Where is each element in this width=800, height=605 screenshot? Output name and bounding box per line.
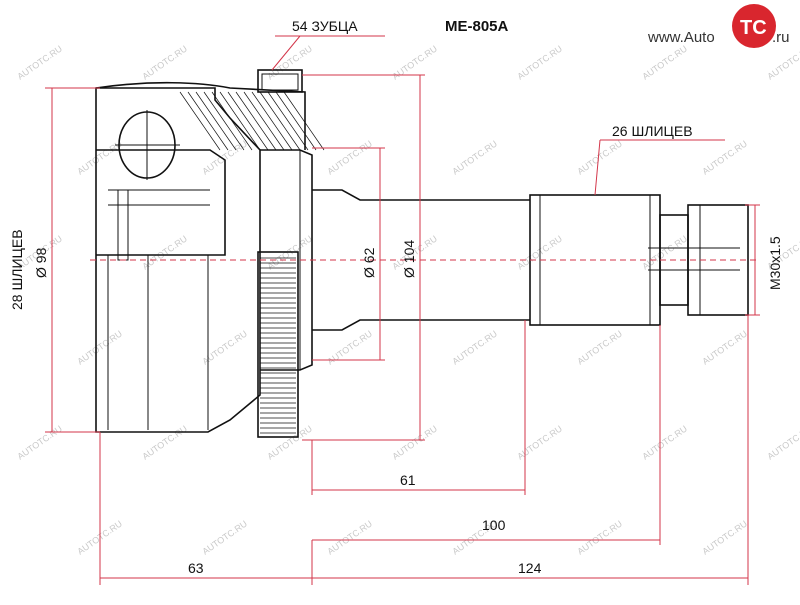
dimension-lines bbox=[45, 35, 760, 585]
hatch-line bbox=[283, 91, 325, 151]
watermark-text: AUTOTC.RU bbox=[515, 43, 564, 81]
logo-suffix: .ru bbox=[772, 29, 790, 46]
part-number: ME-805A bbox=[445, 18, 509, 35]
watermark-text: AUTOTC.RU bbox=[15, 43, 64, 81]
watermark-text: AUTOTC.RU bbox=[325, 518, 374, 556]
watermark-text: AUTOTC.RU bbox=[450, 138, 499, 176]
watermark-text: AUTOTC.RU bbox=[640, 423, 689, 461]
watermark-text: AUTOTC.RU bbox=[765, 423, 800, 461]
hatch-line bbox=[243, 91, 285, 151]
watermark-text: AUTOTC.RU bbox=[75, 328, 124, 366]
watermark-text: AUTOTC.RU bbox=[390, 43, 439, 81]
hatch-line bbox=[259, 91, 301, 151]
watermark-text: AUTOTC.RU bbox=[265, 423, 314, 461]
length-100-label: 100 bbox=[482, 517, 506, 533]
splines-right-label: 26 ШЛИЦЕВ bbox=[612, 123, 693, 139]
length-63-label: 63 bbox=[188, 560, 204, 576]
watermark-text: AUTOTC.RU bbox=[700, 518, 749, 556]
dia-62-label: Ø 62 bbox=[361, 247, 377, 278]
watermark-text: AUTOTC.RU bbox=[325, 138, 374, 176]
splines-left-label: 28 ШЛИЦЕВ bbox=[9, 229, 25, 310]
hatch-line bbox=[179, 91, 221, 151]
watermark-text: AUTOTC.RU bbox=[200, 518, 249, 556]
watermark-text: AUTOTC.RU bbox=[700, 138, 749, 176]
watermark-text: AUTOTC.RU bbox=[15, 423, 64, 461]
watermark-text: AUTOTC.RU bbox=[640, 233, 689, 271]
hatch-line bbox=[203, 91, 245, 151]
logo-prefix: www.Auto bbox=[647, 29, 715, 46]
hatch-line bbox=[211, 91, 253, 151]
hatch-line bbox=[227, 91, 269, 151]
hatch-line bbox=[267, 91, 309, 151]
hatch-housing bbox=[179, 91, 325, 151]
dia-104-label: Ø 104 bbox=[401, 240, 417, 278]
abs-ring-teeth bbox=[260, 257, 296, 434]
hatch-line bbox=[187, 91, 229, 151]
length-124-label: 124 bbox=[518, 560, 542, 576]
watermark-text: AUTOTC.RU bbox=[140, 43, 189, 81]
length-61-label: 61 bbox=[400, 472, 416, 488]
autotc-logo-icon: www.Auto TC .ru bbox=[647, 4, 790, 48]
hatch-line bbox=[251, 91, 293, 151]
teeth-label: 54 ЗУБЦА bbox=[292, 18, 358, 34]
logo-mark: TC bbox=[740, 17, 767, 39]
watermark-text: AUTOTC.RU bbox=[765, 43, 800, 81]
logo-circle bbox=[732, 4, 776, 48]
watermark-text: AUTOTC.RU bbox=[75, 138, 124, 176]
thread-label: M30x1.5 bbox=[767, 236, 783, 290]
watermark-text: AUTOTC.RU bbox=[325, 328, 374, 366]
watermark-text: AUTOTC.RU bbox=[390, 423, 439, 461]
hatch-line bbox=[275, 91, 317, 151]
watermark-text: AUTOTC.RU bbox=[640, 43, 689, 81]
cv-joint-drawing-icon bbox=[90, 69, 760, 438]
watermark-text: AUTOTC.RU bbox=[575, 518, 624, 556]
watermark-text: AUTOTC.RU bbox=[515, 423, 564, 461]
watermark-text: AUTOTC.RU bbox=[450, 328, 499, 366]
hatch-line bbox=[219, 91, 261, 151]
watermark-text: AUTOTC.RU bbox=[700, 328, 749, 366]
dia-98-label: Ø 98 bbox=[33, 247, 49, 278]
hatch-line bbox=[235, 91, 277, 151]
hatch-line bbox=[195, 91, 237, 151]
watermark-text: AUTOTC.RU bbox=[575, 328, 624, 366]
